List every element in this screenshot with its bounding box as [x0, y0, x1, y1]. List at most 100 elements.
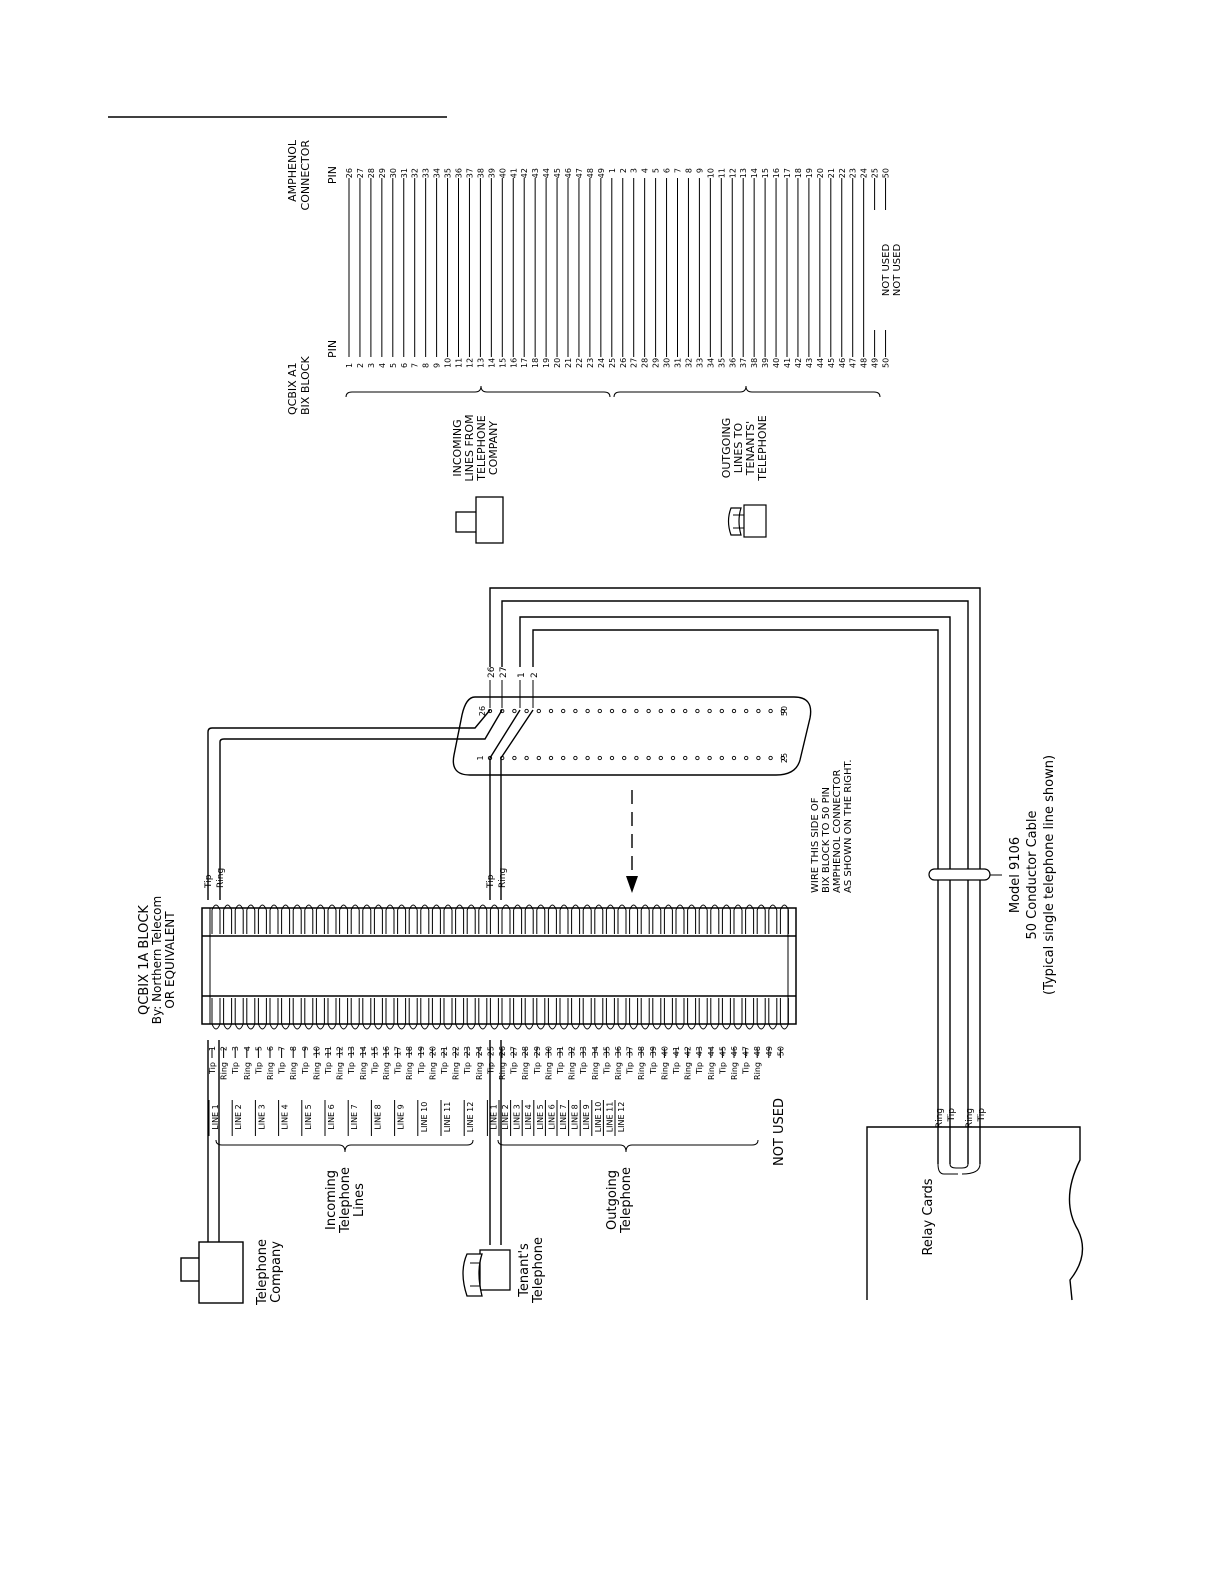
connector-pin-bottom	[597, 755, 602, 761]
block-top-finger	[234, 904, 244, 934]
block-top-finger	[304, 904, 314, 934]
outgoing-line-label: LINE 5	[536, 1104, 545, 1130]
block-bottom-finger	[779, 998, 789, 1030]
bix-pin-number: 15	[498, 358, 507, 368]
amphenol-pin-number: 48	[586, 168, 595, 178]
block-alt: OR EQUIVALENT	[163, 911, 177, 1009]
block-top-finger	[211, 904, 221, 934]
block-bottom-finger	[489, 998, 499, 1030]
connector-pin-top	[634, 708, 639, 714]
amphenol-pin-number: 29	[378, 168, 387, 178]
amphenol-pin-number: 1	[608, 168, 617, 173]
block-bottom-finger	[397, 998, 407, 1030]
bix-pin-number: 11	[455, 358, 464, 368]
bix-pin-number: 18	[531, 358, 540, 368]
block-top-finger	[223, 904, 233, 934]
connector-pin-bottom	[707, 755, 712, 761]
amphenol-pin-number: 17	[783, 168, 792, 178]
block-bottom-finger	[513, 998, 523, 1030]
block-bottom-finger	[617, 998, 627, 1030]
bix-pin-number: 48	[860, 358, 869, 368]
connector-pin-bottom	[744, 755, 749, 761]
connector-pin-bottom	[622, 755, 627, 761]
outgoing-lines-bracket	[497, 1139, 759, 1153]
block-top-finger	[733, 904, 743, 934]
block-pin-type: Ring	[684, 1062, 693, 1080]
block-top-finger	[640, 904, 650, 934]
connector-pin-top	[585, 708, 590, 714]
block-not-used-label: NOT USED	[772, 1098, 787, 1166]
block-bottom-finger	[629, 998, 639, 1030]
outgoing-line-label: LINE 11	[605, 1102, 614, 1133]
amphenol-pin-number: 35	[444, 168, 453, 178]
bix-pin-number: 12	[465, 358, 474, 368]
bix-pin-number: 40	[772, 358, 781, 368]
block-bottom-finger	[559, 998, 569, 1030]
amphenol-pin-label: PIN	[326, 166, 339, 184]
block-top-finger	[594, 904, 604, 934]
outgoing-telephone-2: Telephone	[619, 1167, 634, 1234]
block-top-finger	[756, 904, 766, 934]
block-pin-type: Tip	[579, 1062, 588, 1075]
block-bottom-finger	[536, 998, 546, 1030]
bix-pin-number: 10	[444, 358, 453, 368]
connector-pin-top	[731, 708, 737, 714]
incoming-line-label: LINE 6	[327, 1104, 336, 1130]
bix-pin-number: 47	[849, 358, 858, 368]
amphenol-pin-number: 39	[487, 168, 496, 178]
amphenol-pin-number: 33	[422, 168, 431, 178]
block-top-finger	[501, 904, 511, 934]
amphenol-pin-number: 2	[619, 168, 628, 173]
connector-pin-top	[707, 708, 712, 714]
bix-pin-number: 24	[597, 358, 606, 368]
top-tip-label-1: Tip	[204, 874, 214, 889]
amphenol-pin-number: 11	[717, 168, 726, 178]
incoming-line-label: LINE 11	[443, 1102, 452, 1133]
amphenol-pin-number: 47	[575, 168, 584, 178]
bix-pin-number: 29	[652, 358, 661, 368]
bix-pin-number: 20	[553, 358, 562, 368]
incoming-lines-bracket	[215, 1139, 474, 1153]
bix-pin-number: 1	[345, 363, 354, 368]
amphenol-pin-number: 5	[652, 168, 661, 173]
bix-pin-number: 32	[684, 358, 693, 368]
connector-pin-50-label: 50	[780, 706, 789, 716]
bix-pin-number: 27	[630, 358, 639, 368]
block-top-finger	[350, 904, 360, 934]
cable-label-2: 50 Conductor Cable	[1025, 810, 1040, 939]
block-top-finger	[455, 904, 465, 934]
amphenol-pin-number: 14	[750, 168, 759, 178]
telephone-company-label-2: Company	[269, 1241, 284, 1303]
block-pin-type: Ring	[382, 1062, 391, 1080]
block-bottom-finger	[304, 998, 314, 1030]
amphenol-pin-number: 6	[663, 168, 672, 173]
block-top-finger	[281, 904, 291, 934]
connector-pin-bottom	[548, 755, 554, 761]
block-bottom-finger	[385, 998, 395, 1030]
block-top-finger	[397, 904, 407, 934]
amphenol-pin-number: 23	[849, 168, 858, 178]
cable-clamp	[928, 868, 991, 881]
amphenol-pin-number: 46	[564, 168, 573, 178]
block-bottom-finger	[605, 998, 615, 1030]
wiring-arrow-head	[626, 876, 638, 893]
connector-pin-bottom	[780, 755, 785, 761]
incoming-line-label: LINE 2	[234, 1104, 243, 1130]
block-bottom-finger	[768, 998, 778, 1030]
block-bottom-finger	[710, 998, 720, 1030]
block-pin-type: Tip	[626, 1062, 635, 1075]
incoming-line-label: LINE 4	[281, 1104, 290, 1130]
block-bottom-finger	[501, 998, 511, 1030]
connector-pin-top	[695, 708, 700, 714]
block-top-finger	[292, 904, 302, 934]
tenant-telephone-label-2: Telephone	[531, 1237, 546, 1304]
outgoing-line-label: LINE 10	[594, 1102, 603, 1133]
pin-mapping-table: QCBIX A1 BIX BLOCK PIN AMPHENOL CONNECTO…	[286, 139, 903, 544]
block-pin-type: Tip	[510, 1062, 519, 1075]
block-pin-type: Ring	[452, 1062, 461, 1080]
top-tip-label-2: Tip	[486, 874, 496, 889]
incoming-line-label: LINE 7	[350, 1104, 359, 1130]
block-pin-type: Tip	[463, 1062, 472, 1075]
incoming-line-label: LINE 10	[420, 1102, 429, 1133]
block-top-finger	[524, 904, 534, 934]
